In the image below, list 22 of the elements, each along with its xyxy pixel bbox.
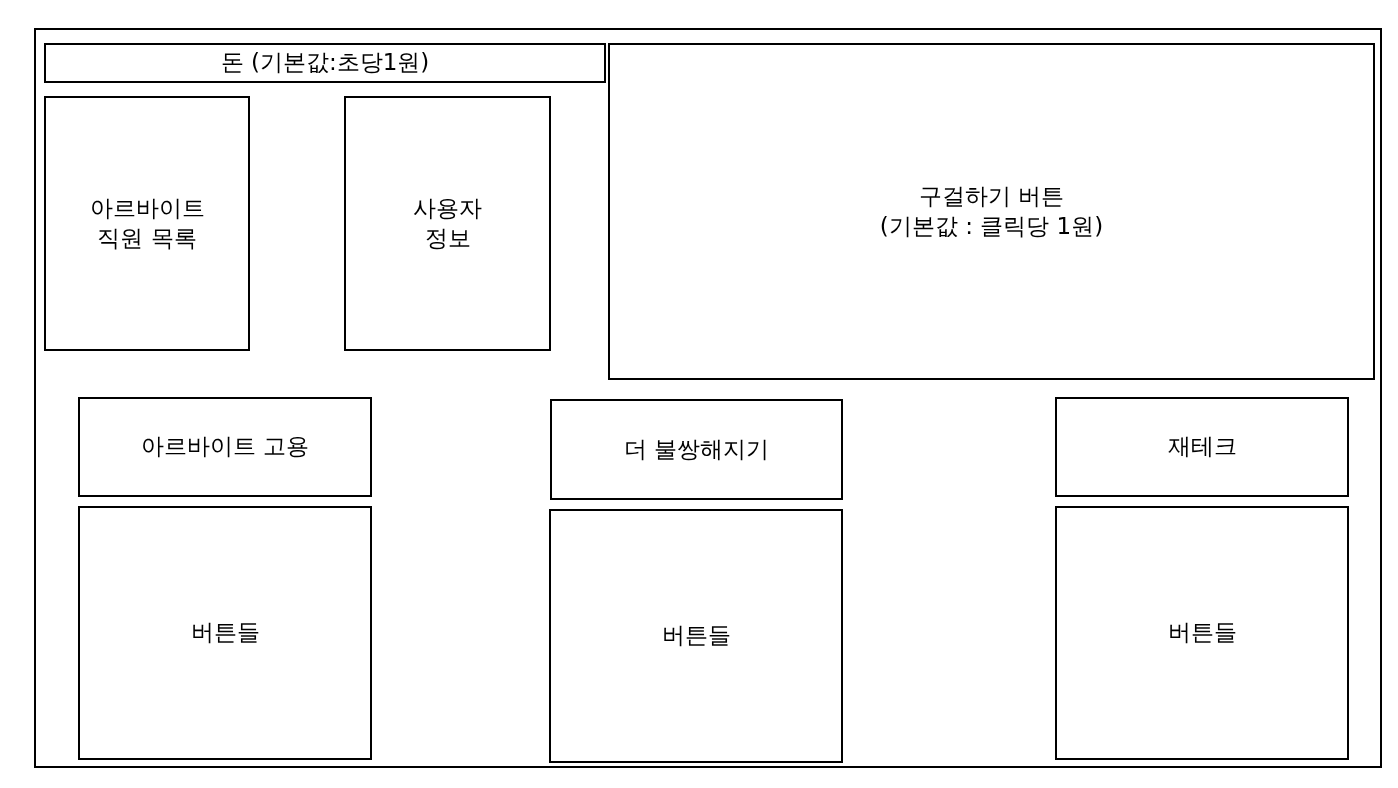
panel-label: (기본값 : 클릭당 1원) — [879, 211, 1104, 241]
panel-box — [344, 96, 551, 351]
panel-label: 버튼들 — [661, 621, 731, 651]
panel-label: 구걸하기 버튼 — [918, 181, 1065, 211]
panel-label: 더 불쌍해지기 — [623, 434, 770, 464]
panel-box — [78, 506, 372, 760]
panel-box — [608, 43, 1375, 380]
panel-label: 버튼들 — [190, 618, 260, 648]
panel-label: 재테크 — [1167, 432, 1237, 462]
panel-label: 돈 (기본값:초당1원) — [220, 48, 430, 78]
panel-label: 버튼들 — [1167, 618, 1237, 648]
panel-box — [44, 43, 606, 83]
panel-label: 아르바이트 고용 — [140, 432, 310, 462]
panel-box — [1055, 506, 1349, 760]
panel-box — [550, 399, 843, 500]
panel-label: 아르바이트 직원 목록 — [88, 193, 206, 253]
panel-label: 사용자 정보 — [412, 193, 483, 253]
panel-box — [44, 96, 250, 351]
frame-box — [34, 28, 1382, 768]
panel-box — [78, 397, 372, 497]
panel-box — [549, 509, 843, 763]
panel-box — [1055, 397, 1349, 497]
